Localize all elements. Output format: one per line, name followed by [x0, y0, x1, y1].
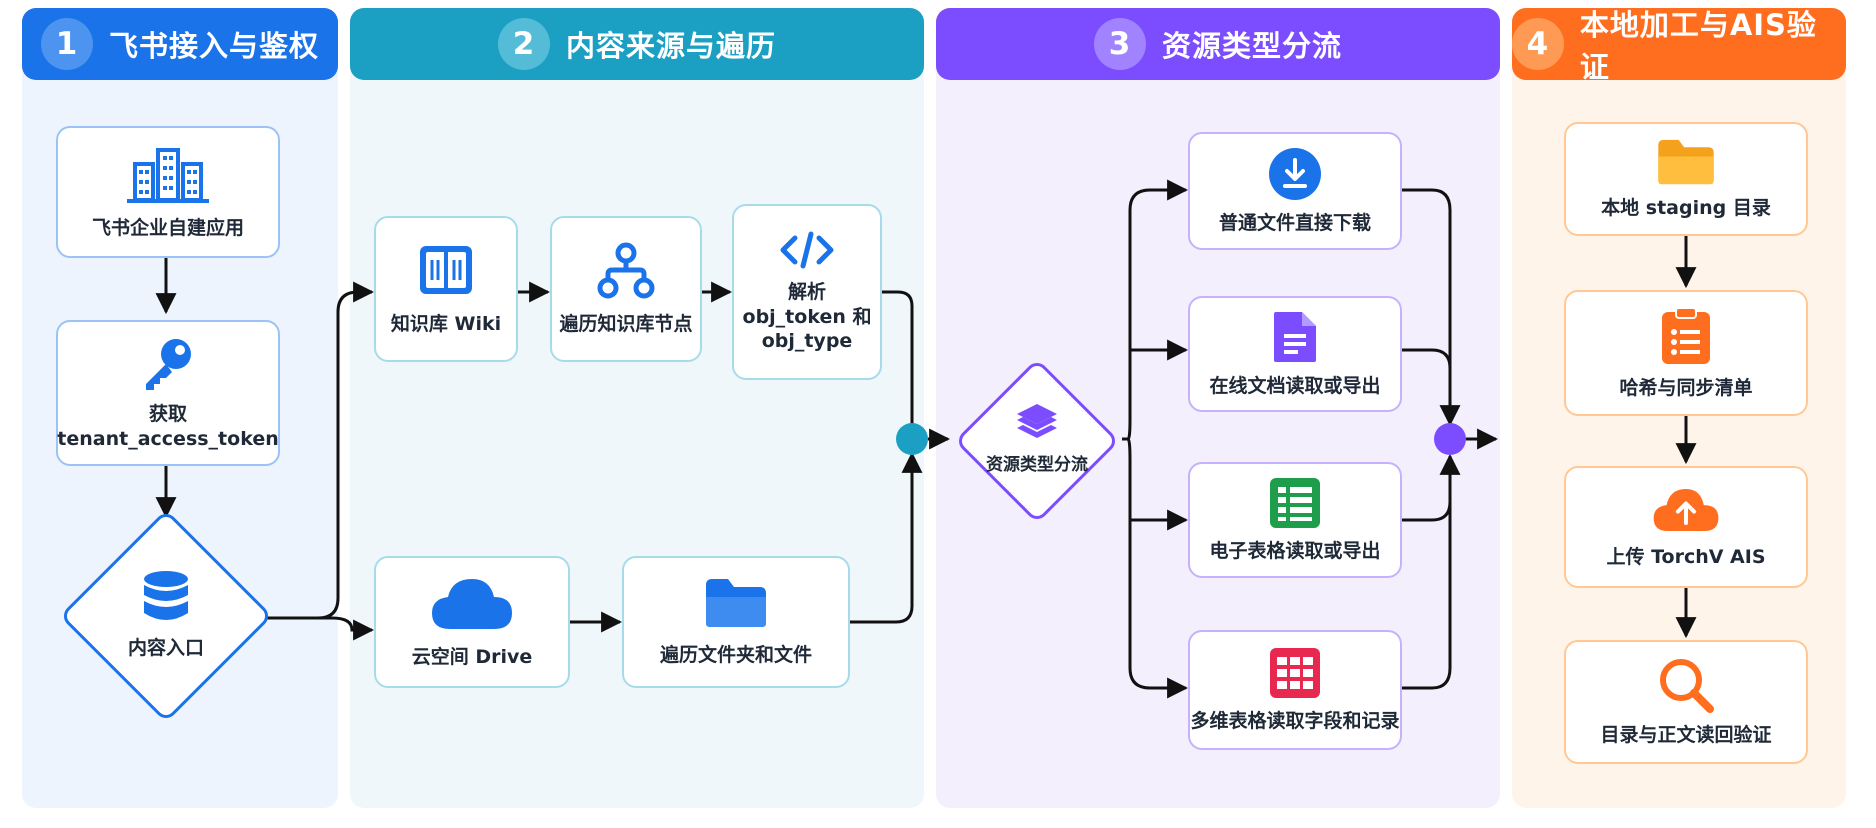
key-icon — [146, 339, 191, 391]
node-type-router: 资源类型分流 — [970, 388, 1104, 488]
lane-routing-number: 3 — [1093, 18, 1146, 70]
lane-processing-number: 4 — [1512, 18, 1564, 70]
node-get-token-label-2: tenant_access_token — [57, 428, 279, 450]
node-staging-label: 本地 staging 目录 — [1601, 196, 1771, 219]
node-staging: 本地 staging 目录 — [1564, 122, 1808, 236]
node-drive-label: 云空间 Drive — [411, 645, 533, 668]
cloud-icon — [432, 578, 512, 629]
node-online-docs: 在线文档读取或导出 — [1188, 296, 1402, 412]
tree-icon — [597, 242, 655, 299]
lane-processing-header: 4 本地加工与AIS验证 — [1512, 8, 1846, 84]
node-drive: 云空间 Drive — [374, 556, 570, 688]
folder-icon — [1658, 139, 1714, 184]
database-icon — [144, 570, 188, 620]
node-content-entry-label: 内容入口 — [127, 636, 204, 659]
lane-processing-title: 本地加工与AIS验证 — [1579, 8, 1817, 84]
node-spreadsheets-label: 电子表格读取或导出 — [1209, 539, 1381, 562]
node-verify: 目录与正文读回验证 — [1564, 640, 1808, 764]
layers-icon — [1017, 403, 1057, 438]
node-download-files-label: 普通文件直接下载 — [1218, 211, 1371, 234]
lane-auth-header: 1 飞书接入与鉴权 — [22, 8, 338, 80]
node-hash-manifest-label: 哈希与同步清单 — [1619, 376, 1753, 399]
merge-dot-routing — [1434, 423, 1466, 455]
node-traverse-wiki: 遍历知识库节点 — [550, 216, 702, 362]
building-icon — [127, 147, 209, 203]
folder-icon — [706, 578, 766, 627]
node-online-docs-label: 在线文档读取或导出 — [1209, 374, 1381, 397]
cloud-upload-icon — [1653, 488, 1719, 531]
type-router-diamond-shape — [959, 363, 1115, 519]
node-spreadsheets: 电子表格读取或导出 — [1188, 462, 1402, 578]
lane-auth-number: 1 — [40, 18, 93, 70]
node-parse-label-1: 解析 — [787, 280, 826, 303]
lane-auth-title: 飞书接入与鉴权 — [108, 29, 319, 63]
node-upload-ais-label: 上传 TorchV AIS — [1606, 545, 1766, 568]
node-upload-ais: 上传 TorchV AIS — [1564, 466, 1808, 588]
code-icon — [780, 231, 834, 269]
node-traverse-wiki-label: 遍历知识库节点 — [559, 312, 693, 335]
sheet-icon — [1270, 477, 1320, 528]
node-parse-label-3: obj_type — [761, 330, 853, 353]
lane-source-number: 2 — [497, 18, 550, 70]
node-parse-label-2: obj_token 和 — [742, 305, 872, 328]
node-verify-label: 目录与正文读回验证 — [1600, 723, 1772, 746]
node-feishu-app-label: 飞书企业自建应用 — [91, 216, 244, 239]
node-wiki-label: 知识库 Wiki — [390, 312, 502, 335]
node-feishu-app: 飞书企业自建应用 — [56, 126, 280, 258]
node-download-files: 普通文件直接下载 — [1188, 132, 1402, 250]
search-icon — [1660, 658, 1714, 713]
node-traverse-folders-label: 遍历文件夹和文件 — [659, 643, 812, 666]
node-get-token-label-1: 获取 — [148, 403, 187, 426]
lane-source-title: 内容来源与遍历 — [565, 29, 776, 63]
node-traverse-folders: 遍历文件夹和文件 — [622, 556, 850, 688]
lane-routing-title: 资源类型分流 — [1161, 29, 1342, 63]
document-icon — [1274, 311, 1316, 362]
merge-dot-source — [896, 423, 928, 455]
node-parse: 解析 obj_token 和 obj_type — [732, 204, 882, 380]
lane-routing-header: 3 资源类型分流 — [936, 8, 1500, 80]
node-wiki: 知识库 Wiki — [374, 216, 518, 362]
lane-source-header: 2 内容来源与遍历 — [350, 8, 924, 80]
clipboard-icon — [1662, 306, 1710, 364]
node-type-router-label: 资源类型分流 — [986, 454, 1088, 475]
grid-icon — [1270, 647, 1320, 698]
download-icon — [1269, 147, 1321, 200]
node-content-entry: 内容入口 — [96, 560, 236, 670]
node-get-token: 获取 tenant_access_token — [56, 320, 280, 466]
node-bitable-label: 多维表格读取字段和记录 — [1190, 709, 1400, 732]
book-icon — [420, 245, 472, 294]
node-hash-manifest: 哈希与同步清单 — [1564, 290, 1808, 416]
node-bitable: 多维表格读取字段和记录 — [1188, 630, 1402, 750]
